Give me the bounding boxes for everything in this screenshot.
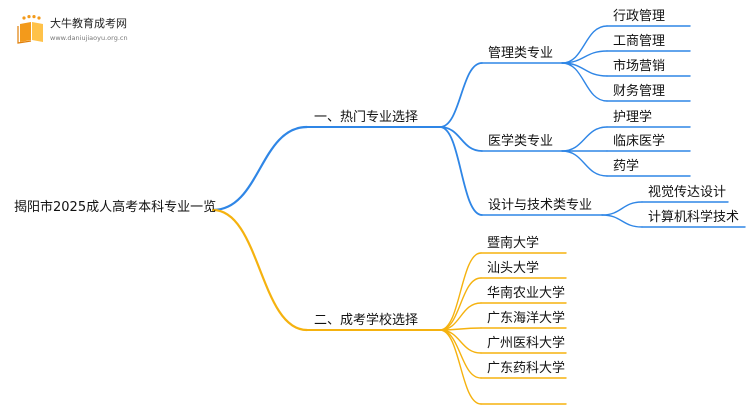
school-item: 广东药科大学 [487,361,566,376]
major-item: 护理学 [613,110,653,125]
school-item: 广州医科大学 [487,336,566,351]
major-item: 财务管理 [613,84,666,99]
major-item: 药学 [613,159,640,174]
leaf-connector [561,126,608,152]
school-item: 汕头大学 [487,261,540,276]
root-to-schools-connector [211,208,309,332]
major-item: 临床医学 [613,134,666,149]
category-connector [439,126,483,216]
logo-url: www.daniujiaoyu.org.cn [50,34,128,42]
category-connector [439,126,483,152]
leaf-connector [561,150,608,177]
category-connector [439,62,483,128]
school-item: 广东海洋大学 [487,311,566,326]
school-connector [439,329,482,379]
school-connector [439,329,482,405]
leaf-connector [601,201,643,216]
root-to-hot-majors-connector [211,125,309,212]
school-connector [439,302,482,331]
logo-title: 大牛教育成考网 [50,17,127,30]
major-item: 市场营销 [613,59,666,74]
branch-schools: 二、成考学校选择 [314,313,419,328]
branch-hot-majors: 一、热门专业选择 [314,110,419,125]
school-item: 暨南大学 [487,236,540,251]
major-item: 视觉传达设计 [648,185,727,200]
root-node: 揭阳市2025成人高考本科专业一览 [14,200,217,215]
major-item: 工商管理 [613,34,666,49]
school-item: 华南农业大学 [487,286,566,301]
category-medicine: 医学类专业 [488,134,554,149]
major-item: 计算机科学技术 [648,210,740,225]
category-management: 管理类专业 [488,46,554,61]
leaf-connector [561,62,608,102]
book-logo-icon [17,15,43,44]
major-item: 行政管理 [613,9,666,24]
school-connector [439,252,482,331]
leaf-connector [601,214,643,228]
category-design-tech: 设计与技术类专业 [488,198,593,213]
